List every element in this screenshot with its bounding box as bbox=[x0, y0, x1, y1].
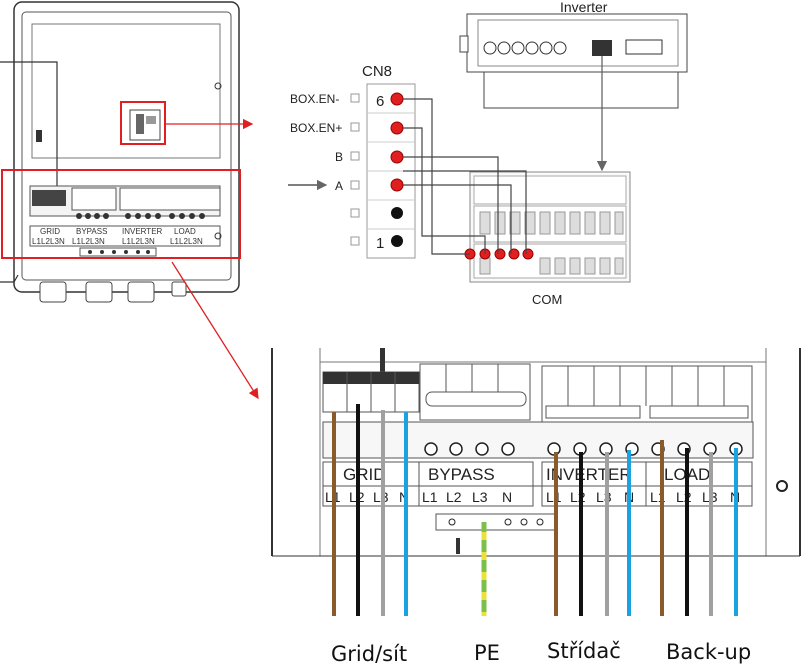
cn8-label-a: A bbox=[335, 179, 343, 193]
small-terminal: L1 bbox=[122, 237, 131, 246]
small-terminal: N bbox=[197, 237, 203, 246]
com-pin-red-3 bbox=[494, 248, 506, 260]
caption-backup: Back-up bbox=[666, 640, 751, 664]
small-module bbox=[129, 109, 161, 141]
small-terminal-labels: L1 L2 L3 N L1 L2 L3 N L1 L2 L3 N L1 L2 L… bbox=[32, 237, 203, 246]
small-group-inverter: INVERTER bbox=[122, 227, 163, 236]
small-terminal: L2 bbox=[81, 237, 90, 246]
cn8-pin-labels: BOX.EN- BOX.EN+ B A bbox=[290, 92, 360, 246]
zoom-terminal: L2 bbox=[570, 489, 586, 505]
cn8-pin-3 bbox=[390, 178, 404, 192]
small-terminal: L1 bbox=[170, 237, 179, 246]
small-group-load: LOAD bbox=[174, 227, 196, 236]
small-terminal: N bbox=[99, 237, 105, 246]
caption-pe: PE bbox=[474, 641, 500, 665]
zoom-group-grid: GRID bbox=[343, 465, 386, 484]
small-group-grid: GRID bbox=[40, 227, 60, 236]
zoom-group-bypass: BYPASS bbox=[428, 465, 495, 484]
small-terminal: N bbox=[59, 237, 65, 246]
cn8-label-box-en-plus: BOX.EN+ bbox=[290, 121, 342, 135]
com-pin-red-5 bbox=[522, 248, 534, 260]
caption-grid: Grid/sít bbox=[331, 642, 407, 665]
cn8-pin-6 bbox=[390, 92, 404, 106]
cn8-label-b: B bbox=[335, 150, 343, 164]
com-terminal-block bbox=[464, 171, 631, 283]
cn8-pin-number-1: 1 bbox=[376, 235, 384, 252]
breaker-row-small bbox=[29, 185, 221, 247]
small-terminal: L2 bbox=[41, 237, 50, 246]
cn8-pin-2 bbox=[391, 207, 403, 219]
zoom-terminal: L3 bbox=[596, 489, 612, 505]
inverter-title: Inverter bbox=[560, 0, 608, 15]
small-terminal: L1 bbox=[72, 237, 81, 246]
caption-inverter: Střídač bbox=[547, 639, 621, 663]
zoom-terminal: L3 bbox=[472, 489, 488, 505]
zoom-terminal: N bbox=[502, 489, 512, 505]
small-terminal: L2 bbox=[131, 237, 140, 246]
power-wires bbox=[332, 404, 738, 616]
small-terminal: N bbox=[149, 237, 155, 246]
zoom-panel bbox=[271, 348, 801, 557]
small-terminal: L3 bbox=[140, 237, 149, 246]
cn8-title: CN8 bbox=[362, 63, 392, 80]
cn8-label-box-en-minus: BOX.EN- bbox=[290, 92, 339, 106]
combiner-box-overview: GRID BYPASS INVERTER LOAD L1 L2 L3 N L1 … bbox=[0, 1, 241, 303]
cn8-pin-5 bbox=[390, 121, 404, 135]
cn8-pin-4 bbox=[390, 150, 404, 164]
small-terminal: L3 bbox=[50, 237, 59, 246]
cn8-pin-number-6: 6 bbox=[376, 93, 384, 110]
zoom-terminal: L1 bbox=[546, 489, 562, 505]
cable-glands bbox=[39, 281, 187, 303]
cn8-com-wires bbox=[403, 98, 527, 255]
small-terminal: L3 bbox=[90, 237, 99, 246]
small-terminal: L1 bbox=[32, 237, 41, 246]
zoom-terminal: L1 bbox=[422, 489, 438, 505]
zoom-group-labels: GRID BYPASS INVERTER LOAD bbox=[343, 465, 710, 484]
zoom-terminal: L2 bbox=[446, 489, 462, 505]
zoom-terminal: L3 bbox=[373, 489, 389, 505]
small-terminal: L3 bbox=[188, 237, 197, 246]
small-terminal: L2 bbox=[179, 237, 188, 246]
inverter-unit bbox=[459, 13, 688, 109]
zoom-terminal: L2 bbox=[676, 489, 692, 505]
zoom-group-inverter: INVERTER bbox=[546, 465, 632, 484]
com-title: COM bbox=[532, 292, 562, 307]
cn8-pin-1 bbox=[391, 235, 403, 247]
small-group-bypass: BYPASS bbox=[76, 227, 107, 236]
